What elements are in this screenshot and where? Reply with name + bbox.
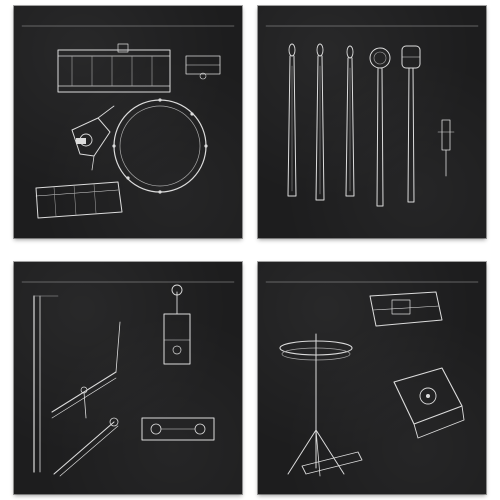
hi-hat-footboard xyxy=(301,451,363,475)
inventor-signature xyxy=(406,216,476,230)
hi-hat-tripod xyxy=(287,429,345,477)
clamp-block-detail xyxy=(393,367,465,439)
hi-hat-pedal-patent-panel xyxy=(258,262,486,494)
snare-drum-side-view xyxy=(57,43,171,93)
pedal-beater-unit xyxy=(163,284,191,365)
drumstick-drawing xyxy=(265,25,479,207)
beater-shaft-detail xyxy=(437,119,455,177)
inventor-signature xyxy=(162,216,232,230)
hi-hat-cymbals xyxy=(279,333,353,469)
inventor-signature xyxy=(162,472,232,486)
snare-drum-patent-panel xyxy=(14,6,242,238)
snare-wires-box xyxy=(35,181,123,219)
drum-hoop-top-view xyxy=(112,98,208,194)
strainer-lever-detail xyxy=(71,105,115,171)
drumstick-patent-panel xyxy=(258,6,486,238)
clutch-detail xyxy=(369,291,443,327)
hi-hat-pedal-drawing xyxy=(265,281,479,477)
bass-drum-beater xyxy=(401,45,421,203)
pedal-footboard xyxy=(53,417,119,477)
inventor-signature xyxy=(406,472,476,486)
snare-drum-drawing xyxy=(21,25,235,219)
pedal-side-view xyxy=(51,321,121,419)
strainer-detail xyxy=(185,55,221,80)
drum-pedal-patent-panel xyxy=(14,262,242,494)
drum-pedal-drawing xyxy=(21,281,235,477)
drumstick-2 xyxy=(315,43,325,201)
mallet-beater xyxy=(369,47,391,207)
drum-shell-section xyxy=(33,295,59,473)
drumstick-1 xyxy=(287,43,297,197)
pedal-base-detail xyxy=(141,417,215,441)
drumstick-3 xyxy=(345,45,355,197)
